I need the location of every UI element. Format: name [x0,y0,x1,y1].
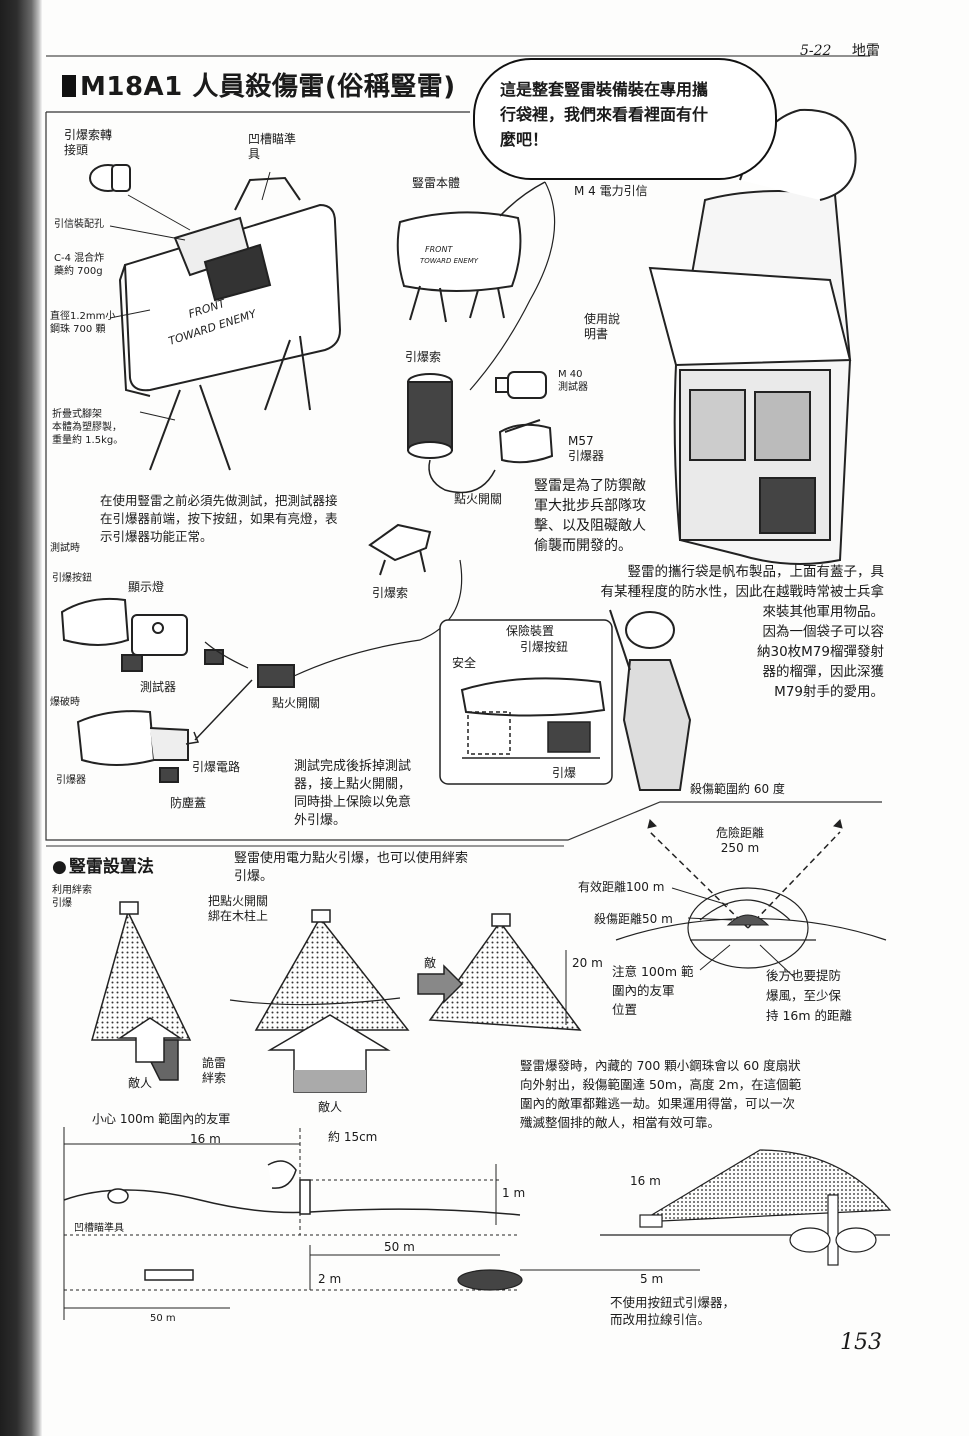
label-trigger-button: 引爆按鈕 [52,573,92,584]
speech-bubble [473,58,777,180]
soldier-figure [609,609,692,791]
label-dust-cover: 防塵蓋 [170,796,207,810]
label-test-wire: 引爆索 [372,586,409,600]
label-legs: 折疊式腳架 本體為塑膠製， 重量約 1.5kg。 [52,409,124,446]
label-safety-trigger: 引爆按鈕 [520,640,569,654]
label-enemy-1: 敵人 [128,1076,153,1090]
label-backblast: 後方也要提防 爆風，至少保 持 16m 的距離 [766,968,853,1023]
label-m40-tester: M 40 測試器 [558,369,588,393]
label-50m-bottom: 50 m [150,1313,176,1324]
label-50m-mid: 50 m [384,1240,415,1254]
purpose-text: 豎雷是為了防禦敵 軍大批步兵部隊攻 擊、以及阻礙敵人 偷襲而開發的。 [534,478,646,554]
label-wire: 引爆索 [405,350,442,364]
label-safety-device: 保險裝置 [506,624,555,638]
label-tie-switch: 把點火開關 綁在木柱上 [208,894,269,923]
label-friendly-note: 注意 100m 範 圍內的友軍 位置 [612,964,694,1017]
label-detonator-adapter: 引爆索轉 接頭 [64,128,113,157]
bag-description-text: 豎雷的攜行袋是帆布製品，上面有蓋子，具 有某種程度的防水性，因此在越戰時常被士兵… [600,564,885,700]
label-steel-balls: 直徑1.2mm小 鋼珠 700 顆 [50,311,116,335]
safety-inset [439,619,613,785]
label-when-testing: 測試時 [50,543,80,554]
label-peep-sight: 凹槽瞄準 具 [248,132,297,161]
mine-illustration: FRONT TOWARD ENEMY [89,164,342,471]
section-number: 5-22 [800,43,832,59]
label-1m: 1 m [502,1186,526,1200]
label-16m-right: 16 m [630,1174,661,1188]
blast-fan-bottom [457,1149,892,1291]
chapter-title: 地雷 [851,43,880,59]
wire-reel [407,373,496,494]
terrain-diagram [63,1127,521,1320]
svg-text:TOWARD ENEMY: TOWARD ENEMY [420,257,479,265]
page-header: 5-22 地雷 [800,40,880,60]
speech-bubble-text: 這是整套豎雷裝備裝在專用攜 行袋裡，我們來看看裡面有什 麼吧！ [500,80,709,149]
setup-diagram-2 [229,909,410,1093]
test-instructions-text: 在使用豎雷之前必須先做測試，把測試器接 在引爆器前端，按下按鈕，如果有亮燈，表 … [100,493,338,544]
label-about-15cm: 約 15cm [328,1130,378,1144]
setup-text: 豎雷使用電力點火引爆，也可以使用絆索 引爆。 [234,851,469,884]
label-tripwire-use: 利用絆索 引爆 [52,885,92,909]
label-blasting-cap: M 4 電力引信 [574,184,648,198]
label-16m: 16 m [190,1132,221,1146]
range-fan [615,819,887,979]
label-indicator-lamp: 顯示燈 [128,580,165,594]
label-enemy-2: 敵人 [318,1100,343,1114]
section-heading-setup: 豎雷設置法 [52,852,154,877]
blast-description-text: 豎雷爆發時，內藏的 700 顆小鋼珠會以 60 度扇狀 向外射出，殺傷範圍達 5… [520,1058,802,1130]
label-instructions: 使用說 明書 [584,312,621,341]
kit-mine: FRONT TOWARD ENEMY [396,181,556,391]
label-kill-distance: 殺傷距離50 m [594,912,673,926]
label-safe: 安全 [452,656,477,670]
label-booby-wire: 詭雷 絆索 [202,1056,227,1085]
kit-tester [495,371,547,399]
label-kill-angle: 殺傷範圍約 60 度 [690,782,785,796]
label-tester: 測試器 [140,680,177,694]
label-no-button-note: 不使用按鈕式引爆器， 而改用拉線引信。 [610,1295,736,1327]
label-firing-switch: 點火開關 [454,492,503,506]
page-title: M18A1 人員殺傷雷(俗稱豎雷) [62,66,456,103]
page-number: 153 [840,1330,882,1355]
kit-clacker [498,419,554,464]
mine-leaders [109,171,271,421]
label-test-firing-switch: 點火開關 [272,696,321,710]
label-fuze-well: 引信裝配孔 [54,219,104,230]
label-danger-distance: 危險距離 250 m [716,826,765,855]
carry-bag [648,108,857,565]
book-spine-shadow [0,0,42,1436]
label-when-firing: 爆破時 [50,697,80,708]
label-2m: 2 m [318,1272,342,1286]
label-fire: 引爆 [552,766,577,780]
label-firing-circuit: 引爆電路 [192,760,241,774]
svg-text:FRONT: FRONT [425,245,453,254]
label-sight: 凹槽瞄準具 [74,1223,124,1234]
label-5m: 5 m [640,1272,664,1286]
setup-diagram-3 [417,913,582,1031]
upper-frame [45,112,882,841]
label-enemy-3: 敵 [424,956,437,970]
after-test-text: 測試完成後拆掉測試 器，接上點火開關， 同時掛上保險以免意 外引爆。 [294,759,412,828]
label-mine-body: 豎雷本體 [412,176,461,190]
label-effective-distance: 有效距離100 m [578,880,665,894]
label-caution-friendly: 小心 100m 範圍內的友軍 [92,1112,231,1126]
label-m57-clacker: M57 引爆器 [568,434,605,463]
test-diagram [60,523,463,783]
label-20m: 20 m [572,956,603,970]
label-c4-explosive: C-4 混合炸 藥約 700g [54,253,105,277]
label-clacker: 引爆器 [56,775,86,786]
setup-diagram-1 [91,901,192,1081]
